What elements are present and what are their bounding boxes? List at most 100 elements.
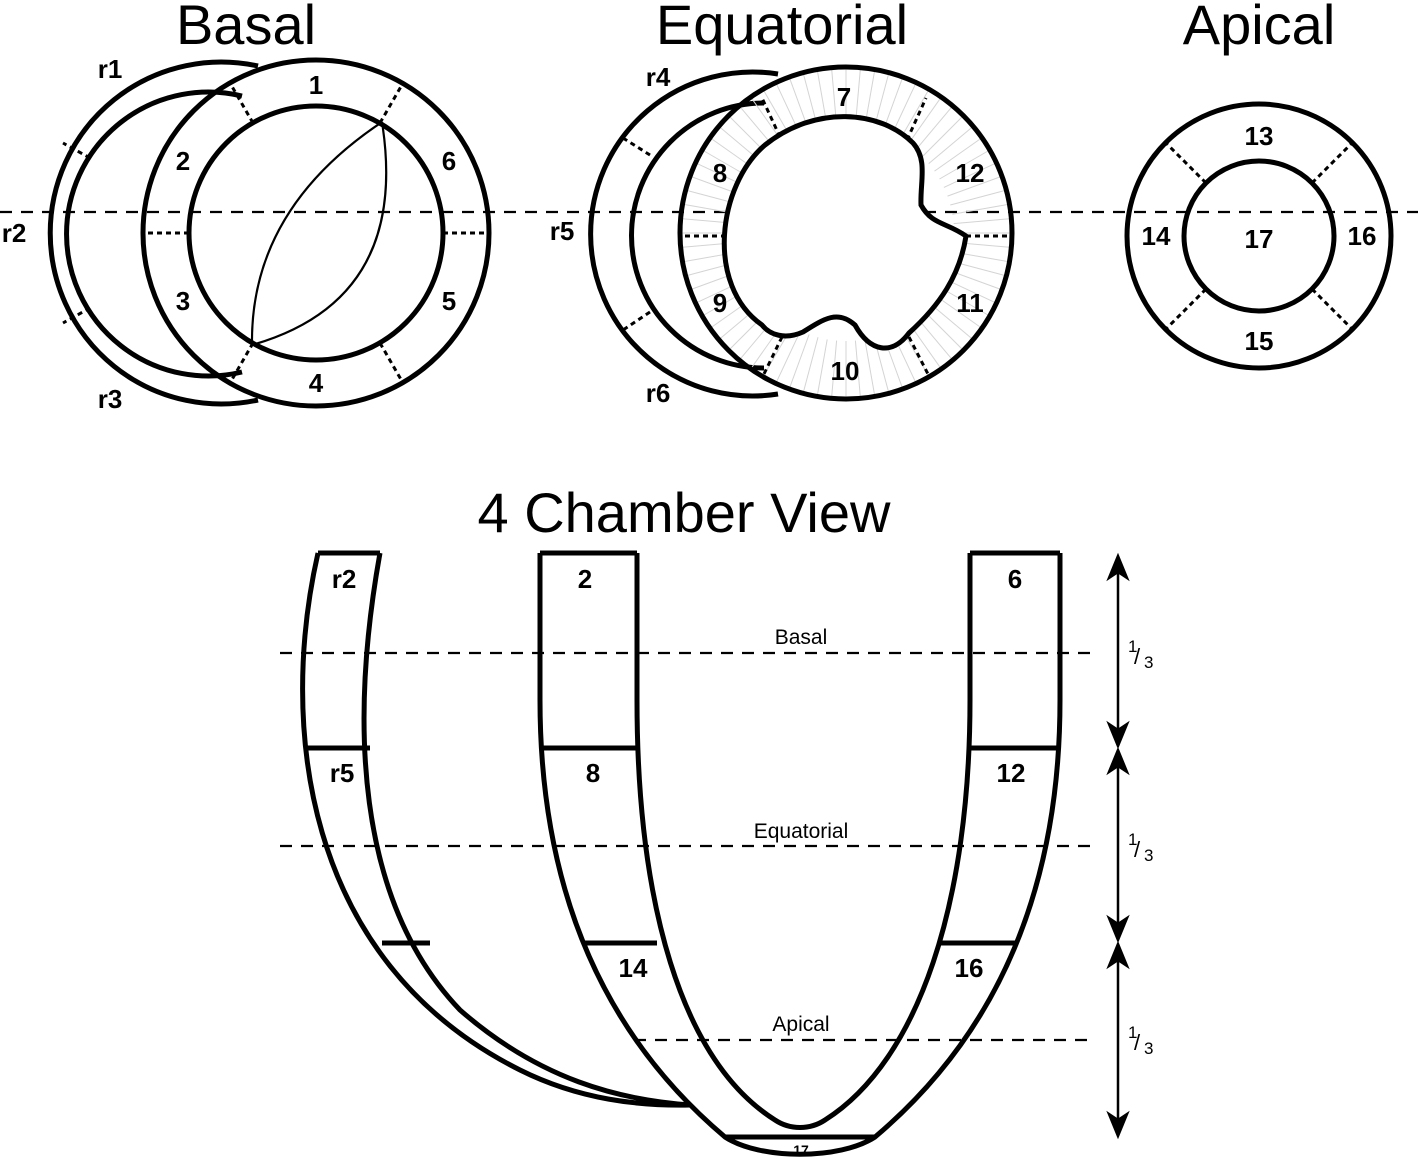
svg-text:1: 1 (1128, 1023, 1137, 1042)
equatorial-divider (760, 97, 782, 138)
apical-short-axis: 13 14 15 16 17 (1124, 101, 1394, 371)
equatorial-segment-label: 8 (713, 158, 727, 188)
rv-label: r1 (98, 54, 123, 84)
level-label: Equatorial (754, 820, 849, 843)
equatorial-rv-divider (622, 310, 651, 332)
hatch-line (789, 334, 810, 388)
equatorial-segment-label: 12 (956, 158, 985, 188)
svg-text:3: 3 (1144, 846, 1153, 865)
apical-segment-label: 16 (1348, 221, 1377, 251)
hatch-line (939, 150, 989, 180)
equatorial-rv-divider (622, 136, 651, 157)
rv-label: r3 (98, 384, 123, 414)
hatch-line (899, 90, 929, 140)
hatch-line (776, 330, 801, 382)
basal-segment-label: 2 (176, 146, 190, 176)
four-chamber-segment-label: 2 (578, 564, 592, 594)
rv-label: r2 (2, 218, 27, 248)
four-chamber-segment-label: r5 (330, 758, 355, 788)
hatch-line (953, 218, 1010, 225)
equatorial-short-axis: 7 8 9 10 11 12 r4 r5 r6 (550, 62, 1015, 408)
basal-title: Basal (176, 0, 316, 56)
basal-divider (228, 82, 255, 124)
basal-divider (228, 342, 255, 384)
thirds-arrows (1106, 552, 1130, 1140)
four-chamber-segment-label: 14 (619, 953, 648, 983)
basal-lv-outer (140, 57, 492, 409)
svg-text:3: 3 (1144, 1039, 1153, 1058)
equatorial-segment-label: 7 (837, 82, 851, 112)
fraction-one-third: 1 / 3 (1128, 637, 1153, 672)
apical-divider (1310, 287, 1354, 331)
hatch-line (891, 84, 916, 136)
hatch-line (947, 176, 1001, 197)
apical-divider (1310, 141, 1354, 185)
lv-inner-wall (634, 553, 973, 1130)
fraction-one-third: 1 / 3 (1128, 1023, 1153, 1058)
svg-text:1: 1 (1128, 637, 1137, 656)
equatorial-lv-inner (721, 114, 969, 351)
svg-text:/: / (1134, 644, 1141, 669)
svg-text:1: 1 (1128, 830, 1137, 849)
basal-mitral-posterior (250, 121, 383, 346)
equatorial-segment-label: 11 (956, 288, 984, 318)
apical-inner (1181, 158, 1337, 314)
four-chamber-segment-label: 6 (1008, 564, 1022, 594)
equatorial-title: Equatorial (656, 0, 908, 56)
basal-divider (378, 342, 405, 384)
rv-label: r6 (646, 378, 671, 408)
four-chamber-view: r2 2 6 r5 8 12 14 16 17 Basal Equatorial… (280, 550, 1153, 1158)
basal-divider (378, 82, 405, 124)
level-label: Apical (772, 1013, 829, 1036)
equatorial-segment-label: 10 (831, 356, 860, 386)
svg-text:/: / (1134, 1030, 1141, 1055)
hatch-line (907, 98, 941, 145)
rv-wall-inner (361, 552, 691, 1108)
hatch-line (922, 116, 963, 157)
four-chamber-segment-label: 16 (955, 953, 984, 983)
svg-text:3: 3 (1144, 653, 1153, 672)
level-label: Basal (775, 626, 828, 649)
apical-segment-label: 17 (1245, 224, 1274, 254)
apical-segment-label: 14 (1142, 221, 1171, 251)
hatch-line (803, 337, 819, 392)
basal-mitral-anterior (251, 121, 388, 347)
rv-label: r4 (646, 62, 671, 92)
equatorial-rv-inner (629, 100, 765, 371)
fraction-one-third: 1 / 3 (1128, 830, 1153, 865)
hatch-line (952, 204, 1008, 215)
basal-lv-inner (186, 103, 446, 363)
four-chamber-segment-label: 17 (793, 1142, 809, 1158)
apical-segment-label: 13 (1245, 121, 1274, 151)
equatorial-divider (760, 336, 784, 379)
basal-rv-inner (64, 89, 243, 379)
hatch-line (950, 190, 1005, 206)
equatorial-lv-outer (677, 64, 1015, 402)
hatch-line (817, 339, 828, 395)
four-chamber-title: 4 Chamber View (478, 481, 892, 544)
equatorial-divider (907, 336, 932, 379)
equatorial-rv-outer (588, 69, 779, 399)
hatch-line (934, 138, 981, 172)
basal-short-axis: 1 2 3 4 5 6 r1 r2 r3 (2, 54, 492, 414)
apical-divider (1164, 287, 1208, 331)
hatch-line (943, 163, 995, 188)
basal-segment-label: 6 (442, 146, 456, 176)
apical-outer (1124, 101, 1394, 371)
basal-segment-label: 3 (176, 286, 190, 316)
svg-text:/: / (1134, 837, 1141, 862)
four-chamber-segment-label: 12 (997, 758, 1026, 788)
basal-segment-label: 5 (442, 286, 456, 316)
equatorial-segment-label: 9 (713, 288, 727, 318)
apical-divider (1164, 141, 1208, 185)
hatch-line (864, 339, 875, 395)
four-chamber-segment-label: r2 (332, 564, 357, 594)
hatch-line (928, 127, 972, 164)
rv-wall-outer (300, 552, 691, 1108)
lv-outer-wall (537, 553, 1063, 1157)
apical-title: Apical (1183, 0, 1336, 56)
rv-label: r5 (550, 216, 575, 246)
equatorial-divider (905, 97, 928, 141)
hatch-line (831, 340, 838, 397)
